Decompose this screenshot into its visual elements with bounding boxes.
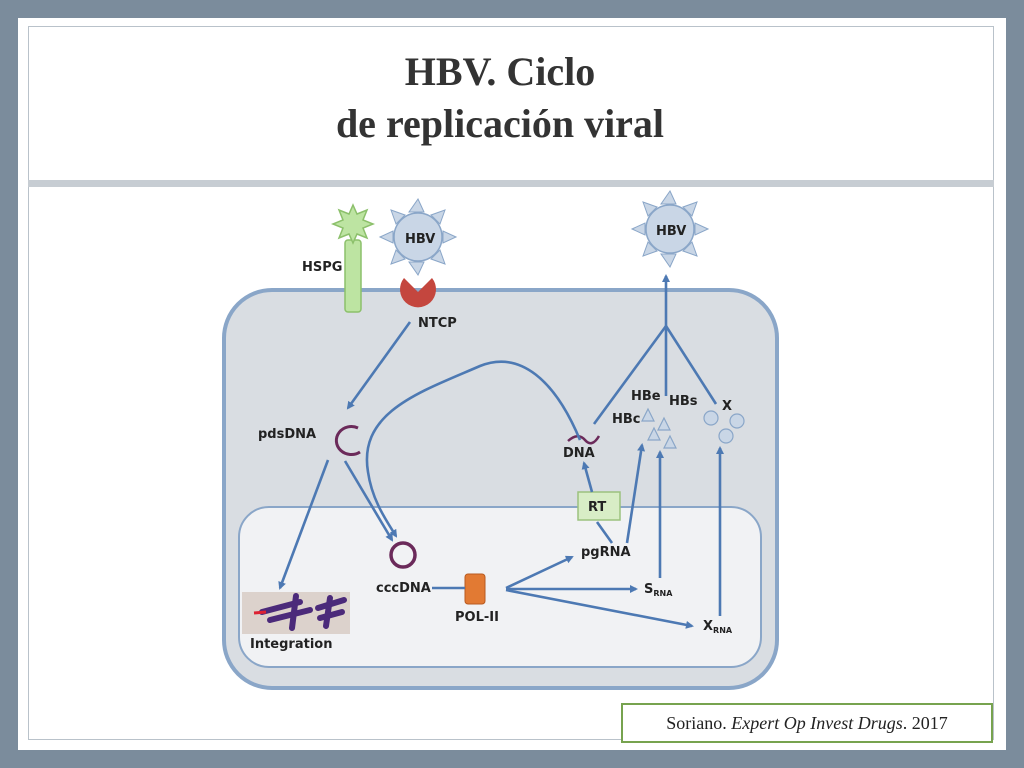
nucleus: [238, 506, 762, 668]
slide-title: HBV. Ciclo de replicación viral: [0, 46, 1000, 150]
title-line-2: de replicación viral: [335, 101, 665, 146]
arrow-rt-to-dna: [581, 461, 594, 493]
hbv-virion-entering: [378, 197, 458, 277]
pol-ii-box: [464, 573, 486, 605]
rt-box: [577, 491, 621, 521]
label-s-rna: SRNA: [644, 582, 673, 598]
hbv-virion-released: [630, 189, 710, 269]
label-x: X: [722, 399, 732, 414]
arrow-ntcp-to-pdsdna: [346, 321, 412, 410]
pdsdna-symbol: [334, 425, 361, 457]
arrow-pdsdna-to-integration: [278, 459, 330, 590]
arrow-pdsdna-to-cccdna: [343, 460, 394, 542]
citation-journal: Expert Op Invest Drugs: [731, 713, 903, 733]
label-hspg: HSPG: [302, 260, 342, 275]
line-hub-to-dna: [592, 325, 668, 425]
ntcp-receptor: [400, 278, 436, 308]
label-hbc: HBc: [612, 412, 641, 427]
label-pdsdna: pdsDNA: [258, 427, 316, 442]
line-hub-to-x: [664, 325, 718, 405]
arrow-dna-recycling-to-cccdna: [365, 360, 582, 538]
label-rt: RT: [588, 500, 606, 515]
dna-symbol: [567, 435, 601, 445]
label-hbs: HBs: [669, 394, 698, 409]
label-dna: DNA: [563, 446, 595, 461]
citation-year: . 2017: [902, 713, 948, 733]
title-divider: [28, 180, 994, 187]
cccdna-symbol: [389, 541, 417, 569]
label-pol-ii: POL-II: [455, 610, 499, 625]
label-pgrna: pgRNA: [581, 545, 631, 560]
citation-box: Soriano. Expert Op Invest Drugs. 2017: [621, 703, 993, 743]
arrow-polii-to-pgrna: [505, 555, 574, 590]
label-hbv-in: HBV: [405, 232, 435, 247]
arrow-pgrna-to-hbc: [625, 443, 646, 544]
line-pgrna-to-rt: [595, 521, 614, 544]
integration-chromosome-image: [242, 592, 350, 634]
hbc-hbs-particles: [641, 407, 677, 449]
citation-author: Soriano.: [666, 713, 727, 733]
title-line-1: HBV. Ciclo: [404, 49, 596, 94]
pathway-arrows: [278, 274, 724, 629]
slide-frame: [28, 26, 994, 740]
arrow-polii-to-xrna: [505, 588, 694, 629]
label-hbv-out: HBV: [656, 224, 686, 239]
label-cccdna: cccDNA: [376, 581, 431, 596]
x-protein-particles: [703, 410, 745, 444]
hspg-receptor: [330, 203, 376, 313]
label-hbe: HBe: [631, 389, 661, 404]
label-integration: Integration: [250, 637, 332, 652]
label-x-rna: XRNA: [703, 619, 733, 635]
label-ntcp: NTCP: [418, 316, 457, 331]
